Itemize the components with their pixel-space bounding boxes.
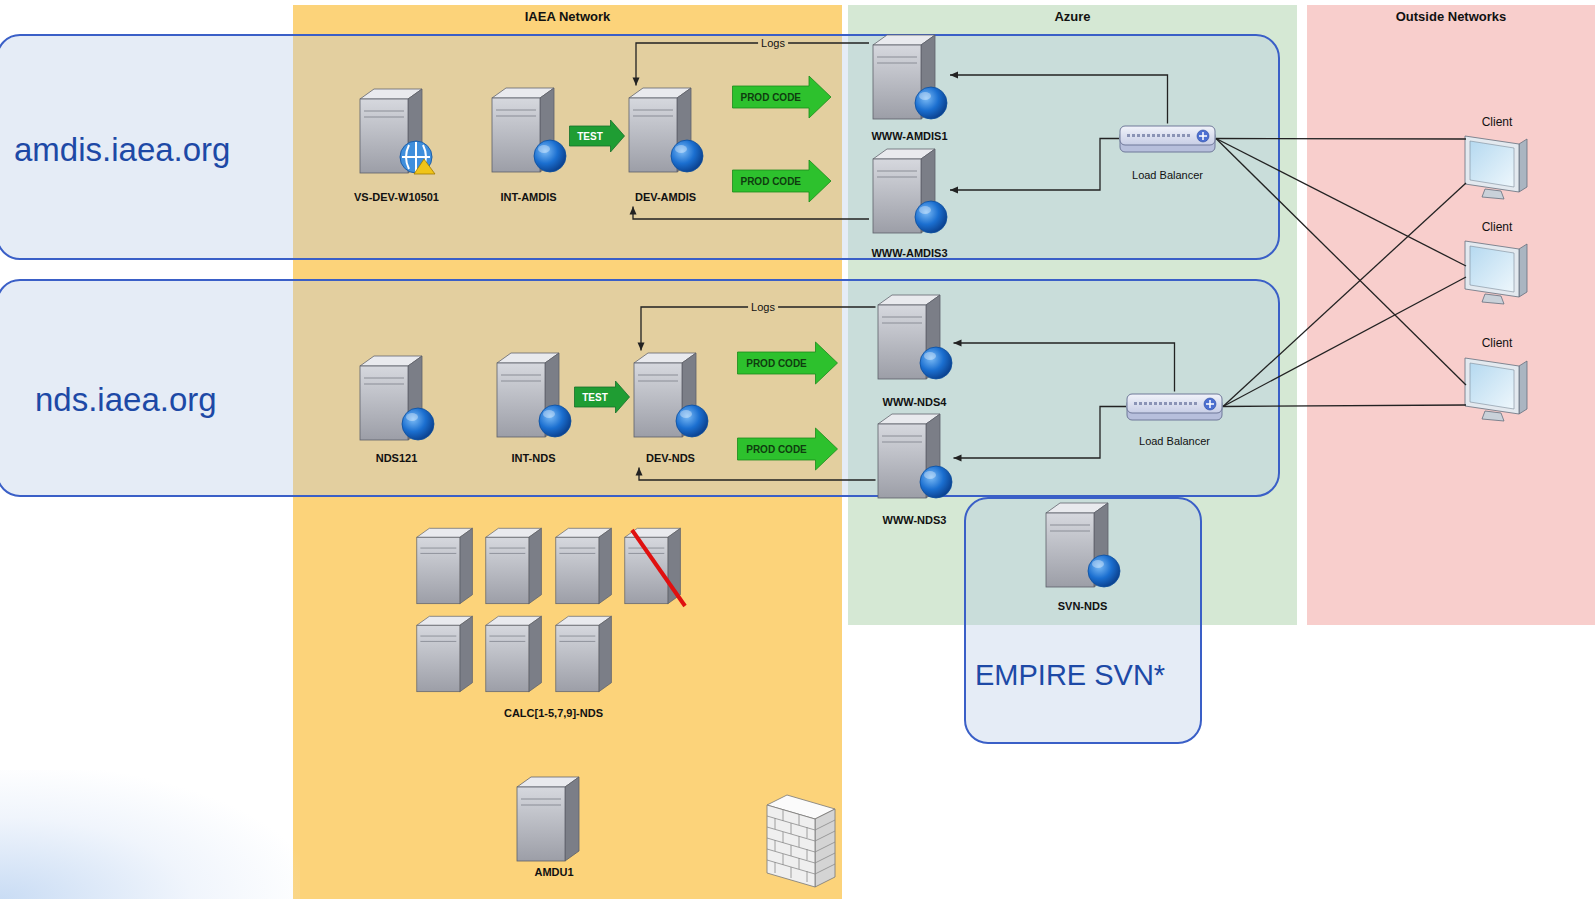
node-label: Load Balancer	[1132, 169, 1203, 181]
load-balancer: Load Balancer	[1126, 392, 1223, 451]
node-label: NDS121	[376, 452, 418, 464]
server-icon	[415, 614, 485, 694]
domain-group: EMPIRE SVN* SVN-NDS	[964, 497, 1202, 744]
node-label: INT-AMDIS	[500, 191, 556, 203]
server-cluster: CALC[1-5,7,9]-NDS	[415, 526, 692, 723]
decommissioned-mark	[415, 526, 692, 616]
server: WWW-AMDIS1	[869, 33, 950, 146]
load-balancer-icon	[1119, 124, 1216, 154]
node-label: Client	[1482, 220, 1513, 234]
edge-label: TEST	[577, 131, 603, 142]
server: AMDU1	[515, 775, 593, 882]
server-icon	[632, 351, 710, 439]
server: DEV-AMDIS	[627, 86, 705, 207]
server: DEV-NDS	[632, 351, 710, 468]
server: SVN-NDS	[1044, 501, 1122, 616]
network-zone: Outside NetworksClientClientClient	[1307, 5, 1595, 625]
client: Client	[1463, 115, 1531, 202]
group-title: amdis.iaea.org	[14, 131, 230, 169]
server: NDS121	[358, 354, 436, 468]
node-label: DEV-AMDIS	[635, 191, 696, 203]
load-balancer-icon	[1126, 392, 1223, 422]
server-icon	[876, 412, 954, 500]
node-label: DEV-NDS	[646, 452, 695, 464]
node-label: Client	[1482, 336, 1513, 350]
zone-heading: IAEA Network	[525, 9, 610, 24]
server-icon	[484, 526, 554, 606]
server-icon	[490, 86, 568, 174]
server-icon	[627, 86, 705, 174]
node-label: WWW-AMDIS3	[871, 247, 947, 259]
server-icon	[554, 526, 624, 606]
server-icon	[484, 614, 554, 694]
server: WWW-NDS4	[876, 293, 954, 412]
node-label: INT-NDS	[512, 452, 556, 464]
zone-heading: Outside Networks	[1396, 9, 1507, 24]
server: INT-NDS	[495, 351, 573, 468]
edge-label: Logs	[758, 37, 788, 49]
node-label: WWW-AMDIS1	[871, 130, 947, 142]
server: WWW-NDS3	[876, 412, 954, 530]
edge-label: PROD CODE	[746, 444, 807, 455]
domain-group: amdis.iaea.orgVS-DEV-W10501 INT-AMDIS DEV-…	[0, 34, 1280, 260]
firewall-icon	[767, 795, 835, 887]
node-label: Client	[1482, 115, 1513, 129]
server-icon	[871, 33, 949, 121]
server-icon	[495, 351, 573, 439]
server-icon	[515, 775, 593, 863]
node-label: SVN-NDS	[1058, 600, 1108, 612]
server-icon	[358, 87, 436, 175]
server-icon	[415, 526, 485, 606]
server-icon	[358, 354, 436, 442]
server-icon	[876, 293, 954, 381]
edge-label: TEST	[582, 392, 608, 403]
edge-label: PROD CODE	[746, 358, 807, 369]
group-title: nds.iaea.org	[35, 381, 217, 419]
server: INT-AMDIS	[490, 86, 568, 207]
server: VS-DEV-W10501	[352, 87, 441, 207]
node-label: WWW-NDS4	[883, 396, 947, 408]
corner-fade	[0, 770, 300, 899]
server-icon	[554, 614, 624, 694]
server-icon	[871, 147, 949, 235]
node-label: WWW-NDS3	[883, 514, 947, 526]
client-icon	[1463, 354, 1531, 424]
client-icon	[1463, 132, 1531, 202]
load-balancer: Load Balancer	[1119, 124, 1216, 185]
edge-label: Logs	[748, 301, 778, 313]
node-label: CALC[1-5,7,9]-NDS	[504, 707, 603, 719]
edge-label: PROD CODE	[740, 176, 801, 187]
client: Client	[1463, 336, 1531, 424]
client-icon	[1463, 237, 1531, 307]
edge-label: PROD CODE	[740, 92, 801, 103]
client: Client	[1463, 220, 1531, 307]
server-icon	[1044, 501, 1122, 589]
node-label: AMDU1	[534, 866, 573, 878]
zone-heading: Azure	[1054, 9, 1090, 24]
domain-group: nds.iaea.orgNDS121 INT-NDS DEV-NDS WWW-NDS4…	[0, 279, 1280, 497]
server: WWW-AMDIS3	[869, 147, 950, 263]
node-label: VS-DEV-W10501	[354, 191, 439, 203]
node-label: Load Balancer	[1139, 435, 1210, 447]
group-title: EMPIRE SVN*	[975, 659, 1165, 692]
